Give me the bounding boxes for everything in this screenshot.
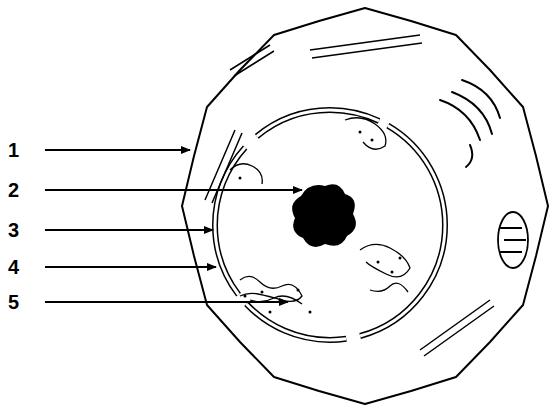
chromatin-dots (239, 131, 402, 314)
callout-number: 2 (8, 178, 19, 202)
golgi-apparatus (440, 80, 500, 167)
mitochondrion (498, 212, 528, 268)
endoplasmic-reticulum (205, 35, 494, 356)
callout-number: 3 (8, 218, 19, 242)
callout-number: 4 (8, 255, 19, 279)
leader-arrows (45, 150, 302, 302)
callout-number: 5 (8, 290, 19, 314)
cell-membrane (182, 8, 548, 404)
callout-number: 1 (8, 138, 19, 162)
nuclear-envelope (215, 110, 445, 340)
chromatin (230, 118, 410, 304)
nucleolus (292, 184, 356, 247)
